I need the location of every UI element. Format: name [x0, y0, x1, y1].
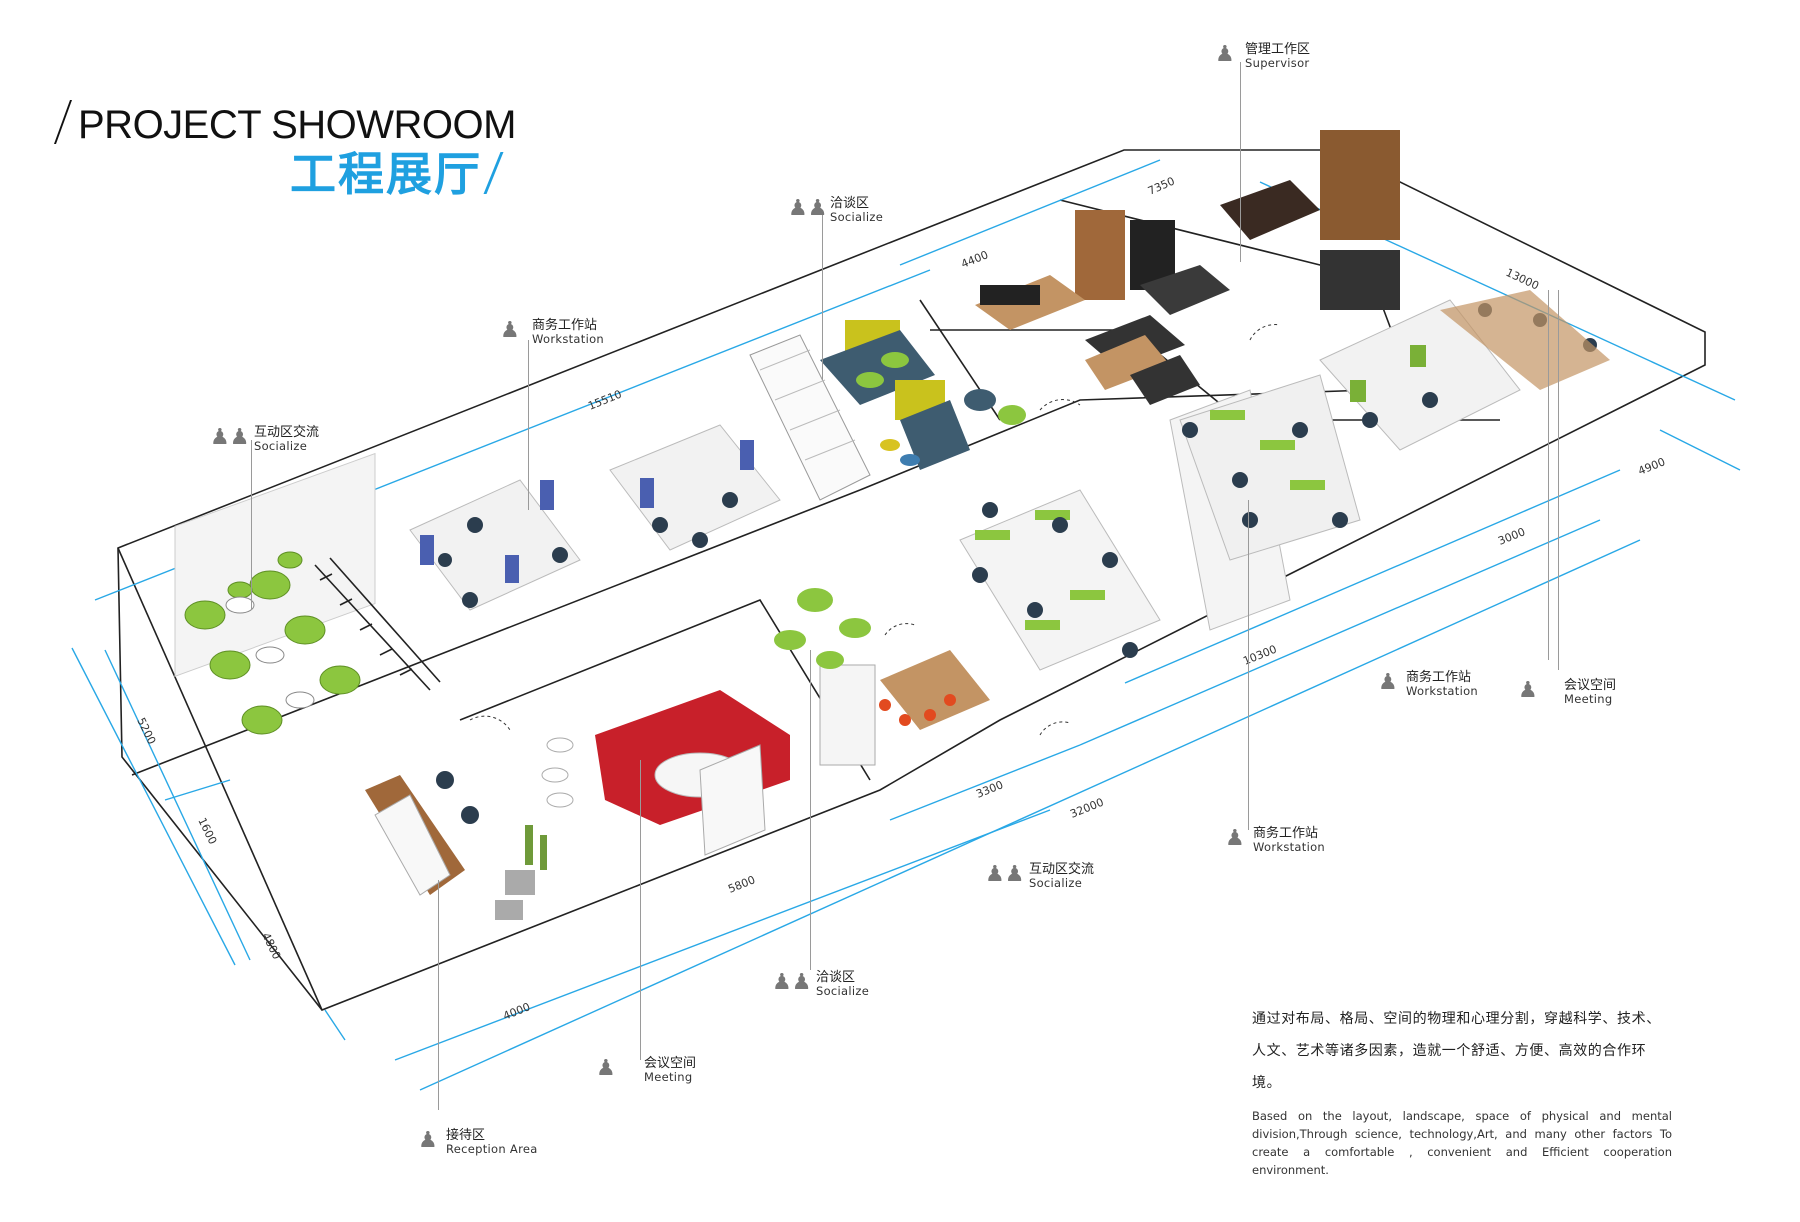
dim-4800: 4800: [259, 931, 283, 962]
pointer-workstation-right1: [1548, 290, 1549, 660]
pointer-socialize-bottom: [810, 650, 811, 970]
pointer-workstation-top: [528, 340, 529, 510]
meeting-room-center: [774, 588, 990, 766]
title-cn: 工程展厅: [290, 138, 504, 204]
pointer-reception: [438, 880, 439, 1110]
dim-7350: 7350: [1146, 174, 1177, 197]
description: 通过对布局、格局、空间的物理和心理分割，穿越科学、技术、人文、艺术等诸多因素，造…: [1252, 1003, 1672, 1179]
presentation-icon: ♟: [596, 1056, 616, 1081]
pointer-supervisor: [1240, 62, 1241, 262]
pointer-socialize-left: [251, 440, 252, 610]
person-icon: ♟: [1215, 42, 1235, 67]
dim-4900: 4900: [1636, 455, 1667, 478]
dim-1600: 1600: [195, 816, 219, 847]
page-title: PROJECT SHOWROOM 工程展厅: [53, 100, 516, 201]
person-icon: ♟: [1378, 670, 1398, 695]
reception-desk: [365, 771, 547, 920]
dim-32000: 32000: [1068, 796, 1105, 821]
dim-13000: 13000: [1504, 266, 1541, 293]
workstation-cluster-green: [959, 374, 1361, 671]
pointer-meeting-right: [1558, 290, 1559, 670]
handshake-icon: ♟♟: [788, 196, 828, 221]
workstation-cluster-left: [409, 479, 581, 611]
door-swings: [469, 324, 1281, 736]
dim-4400: 4400: [959, 248, 990, 271]
pointer-socialize-top: [822, 210, 823, 380]
pointer-meeting-bottom: [640, 760, 641, 1060]
person-icon: ♟: [500, 318, 520, 343]
description-cn: 通过对布局、格局、空间的物理和心理分割，穿越科学、技术、人文、艺术等诸多因素，造…: [1252, 1011, 1661, 1091]
dim-3000: 3000: [1496, 525, 1527, 548]
meeting-red-sofa: [541, 690, 790, 856]
person-icon: ♟: [418, 1128, 438, 1153]
sofa-socialize-top: [820, 320, 1026, 470]
handshake-icon: ♟♟: [985, 862, 1025, 887]
title-en: PROJECT SHOWROOM: [53, 100, 516, 145]
lounge-green-chairs: [174, 452, 376, 735]
dim-4000-bottom: 4000: [501, 1000, 532, 1023]
dim-5800: 5800: [726, 873, 757, 896]
dim-3300: 3300: [974, 778, 1005, 801]
pointer-workstation-right2: [1248, 500, 1249, 830]
handshake-icon: ♟♟: [210, 425, 250, 450]
presentation-icon: ♟: [1518, 678, 1538, 703]
dim-15510: 15510: [586, 388, 623, 413]
person-icon: ♟: [1225, 826, 1245, 851]
workstation-cluster-center: [609, 424, 781, 551]
description-en: Based on the layout, landscape, space of…: [1252, 1109, 1672, 1177]
bar-stool-row: [314, 557, 441, 691]
shelving-unit: [749, 334, 871, 501]
handshake-icon: ♟♟: [772, 970, 812, 995]
supervisor-office: [975, 130, 1400, 405]
dim-10300: 10300: [1241, 643, 1278, 668]
dimension-lines: [71, 159, 1741, 1091]
dim-5200: 5200: [134, 716, 158, 747]
workstation-cluster-right: [1319, 290, 1610, 451]
